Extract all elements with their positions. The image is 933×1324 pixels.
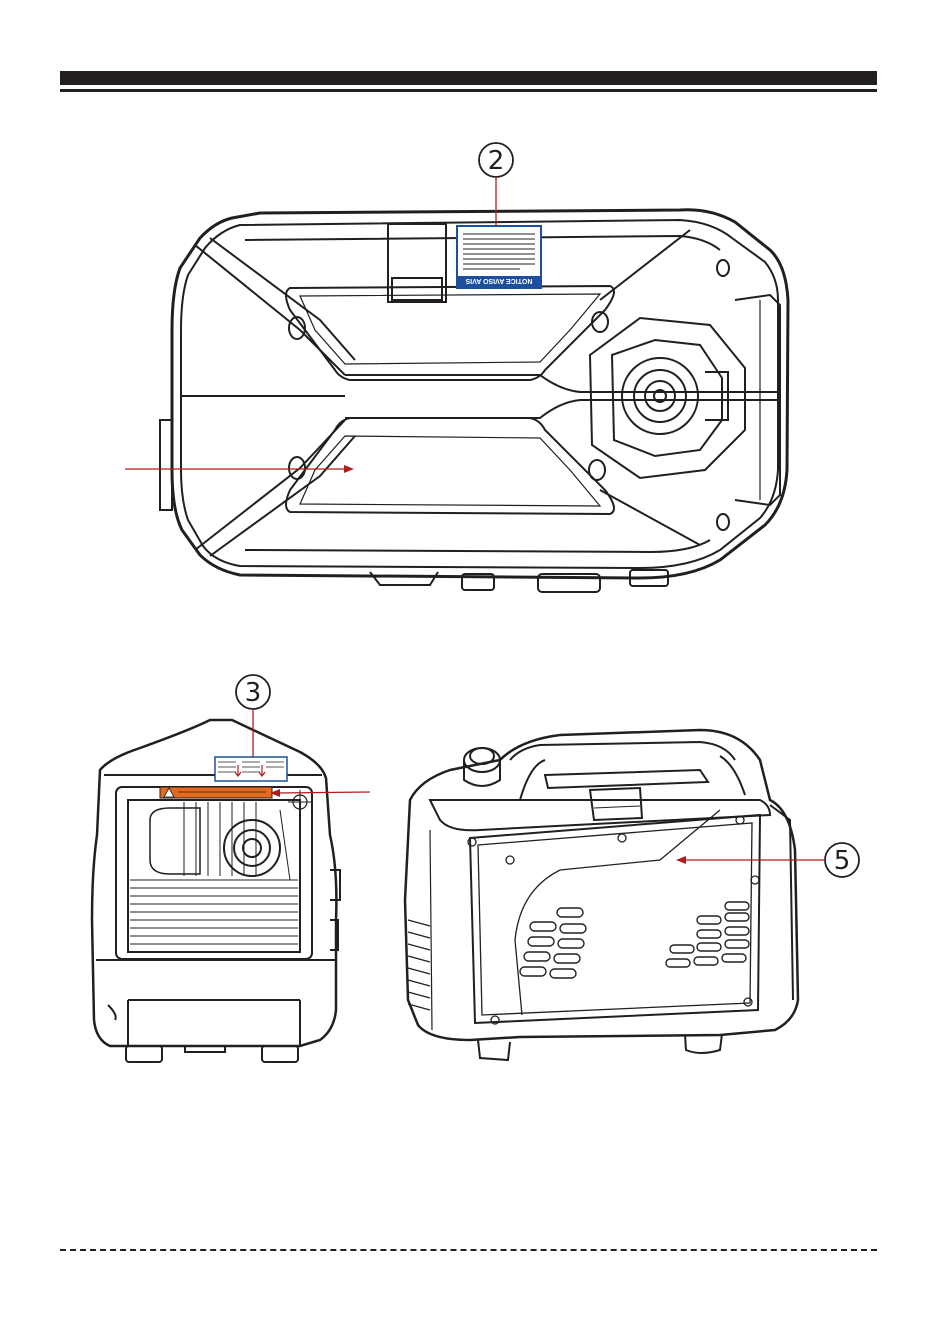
callout-3-number: 3 xyxy=(245,678,262,708)
callout-2: 2 xyxy=(479,143,513,226)
footer-dashed-rule xyxy=(60,1249,877,1251)
notice-label: NOTICE AVISO AVIS xyxy=(457,226,541,288)
callout-5: 5 xyxy=(676,843,859,877)
notice-label-title: NOTICE AVISO AVIS xyxy=(465,277,532,284)
side-warning-labels xyxy=(160,757,287,798)
callout-3: 3 xyxy=(236,675,270,757)
side-view-leader-arrow xyxy=(270,789,370,797)
perspective-view xyxy=(405,730,798,1060)
callout-5-number: 5 xyxy=(834,846,851,876)
fuel-cap xyxy=(590,318,745,478)
callout-2-number: 2 xyxy=(488,146,505,176)
